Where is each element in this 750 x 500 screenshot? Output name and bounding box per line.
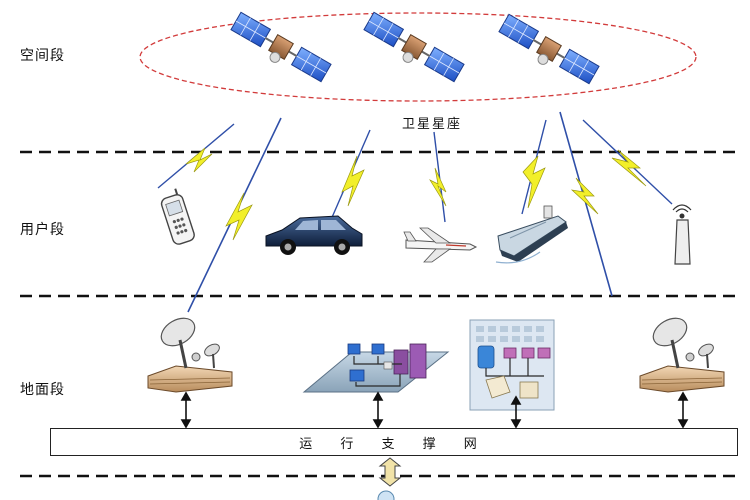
bidirectional-arrow-icon <box>180 391 192 429</box>
lightning-icon <box>185 147 213 173</box>
lightning-icon <box>341 155 365 207</box>
lightning-group <box>185 147 647 241</box>
bidirectional-arrow-icon <box>677 391 689 429</box>
ship-icon <box>495 205 568 264</box>
control-center-icon <box>469 319 555 411</box>
satellite-icon <box>494 13 601 91</box>
large-double-arrow-icon <box>378 457 402 487</box>
partial-circle-icon <box>377 490 395 500</box>
lightning-icon <box>225 192 253 241</box>
support-network-label: 运 行 支 撑 网 <box>299 436 489 452</box>
constellation-label: 卫星星座 <box>402 117 463 132</box>
bidirectional-arrow-icon <box>510 395 522 429</box>
lightning-icon <box>570 177 599 215</box>
ground-station-icon <box>639 317 725 393</box>
mobile-phone-icon <box>160 188 195 245</box>
orbit-ellipse <box>139 12 697 102</box>
arrow-group <box>180 391 689 429</box>
car-icon <box>265 215 363 255</box>
satellite-icon <box>359 11 466 89</box>
lightning-icon <box>611 149 647 187</box>
segment-label-space: 空间段 <box>20 48 65 64</box>
ground-station-icon <box>147 317 233 393</box>
segment-label-ground: 地面段 <box>20 382 65 398</box>
airplane-icon <box>403 227 478 263</box>
segment-label-user: 用户段 <box>20 222 65 238</box>
antenna-terminal-icon <box>672 204 692 265</box>
computer-network-icon <box>302 343 450 393</box>
lightning-icon <box>429 167 447 207</box>
support-network-box: 运 行 支 撑 网 <box>50 428 738 456</box>
lightning-icon <box>522 155 546 209</box>
satellite-icon <box>226 11 333 89</box>
link-line <box>559 111 613 297</box>
bidirectional-arrow-icon <box>372 391 384 429</box>
